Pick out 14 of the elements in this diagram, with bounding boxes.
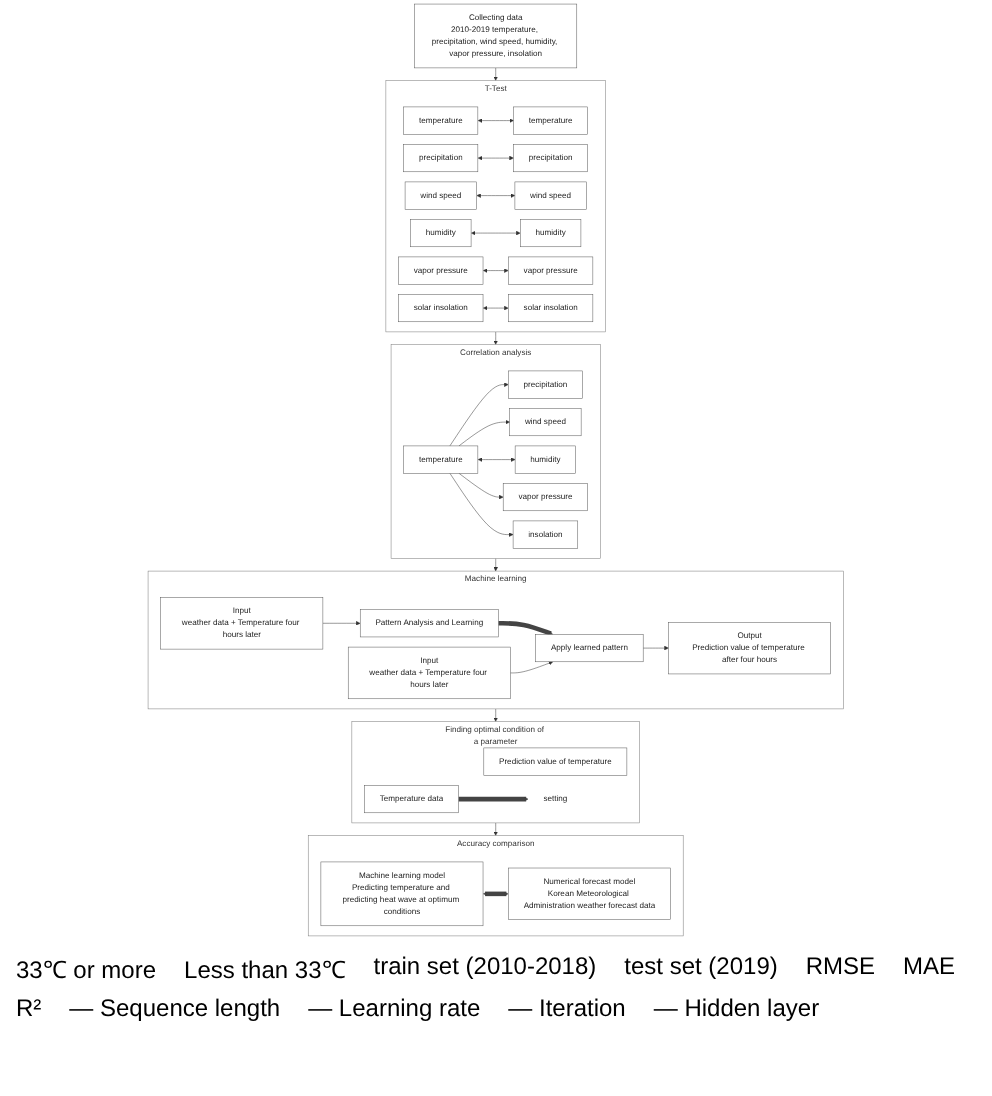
- note-text: — Hidden layer: [653, 994, 820, 1022]
- note-text: — Iteration: [508, 994, 626, 1022]
- note-text: test set (2019): [624, 952, 778, 984]
- note-text: MAE: [903, 952, 956, 984]
- arrow: [498, 621, 554, 636]
- note-text: R²: [16, 994, 42, 1022]
- arrow: [483, 891, 509, 897]
- note-text: 33℃ or more: [16, 954, 157, 986]
- note-text: — Sequence length: [69, 994, 281, 1022]
- note-text: Less than 33℃: [184, 954, 346, 986]
- arrow: [458, 796, 529, 802]
- note-text: — Learning rate: [308, 994, 481, 1022]
- note-text: train set (2010-2018): [373, 952, 597, 984]
- note-text: RMSE: [805, 952, 876, 984]
